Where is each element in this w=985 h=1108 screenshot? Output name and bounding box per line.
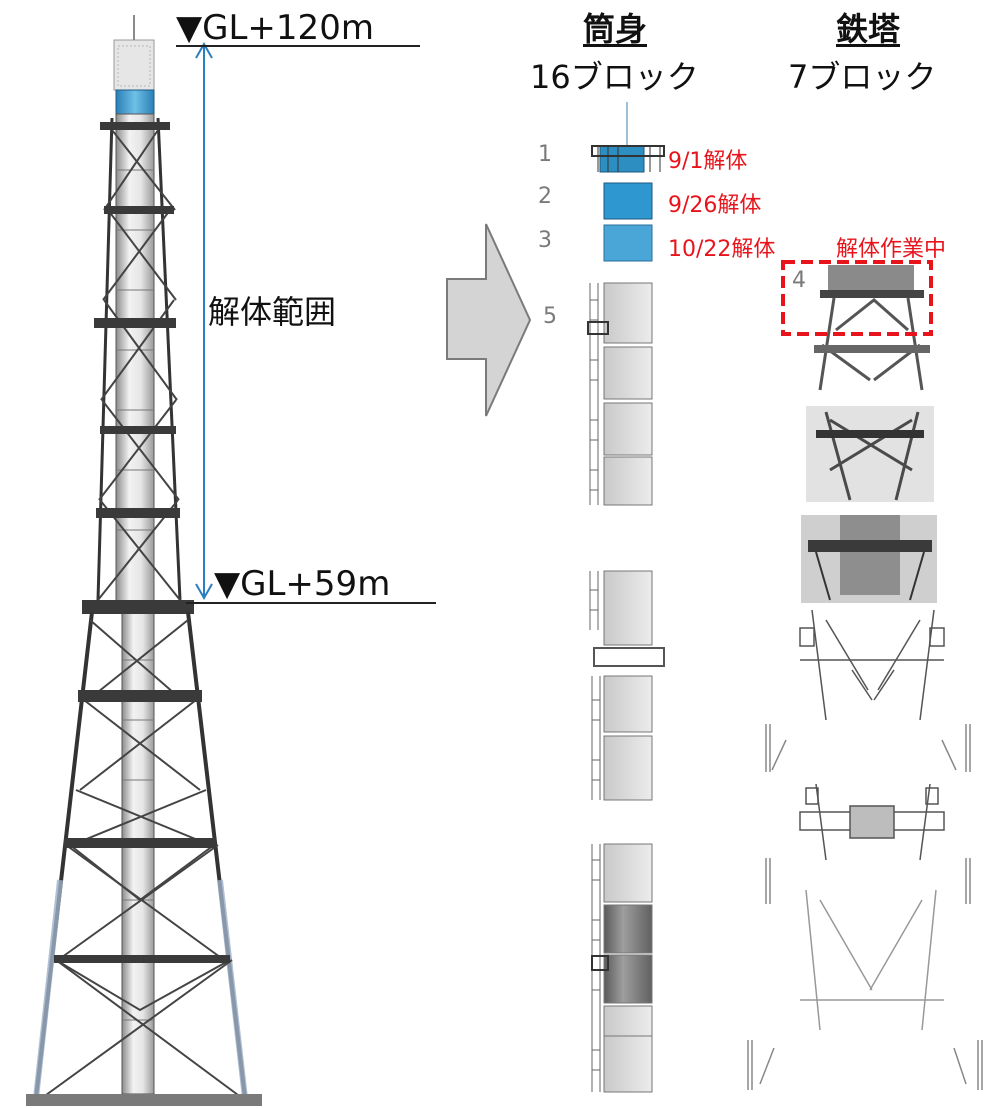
cylinder-title: 筒身 (583, 10, 648, 48)
in-progress-highlight (781, 260, 933, 336)
steel-block-3 (801, 515, 937, 603)
cylinder-block-3 (603, 224, 653, 262)
steel-block-2 (806, 406, 934, 502)
block-number-3: 3 (538, 228, 552, 253)
steel-block-4 (814, 265, 930, 391)
steel-legs-1 (765, 724, 971, 772)
block-number-5: 5 (543, 304, 557, 329)
block-3-status: 10/22解体 (668, 237, 776, 262)
steel-legs-3 (747, 1040, 983, 1090)
cylinder-blocks (587, 102, 665, 1093)
cylinder-block-2 (603, 182, 653, 220)
cylinder-block-1 (591, 145, 665, 173)
block-1-status: 9/1解体 (668, 149, 748, 174)
block-2-status: 9/26解体 (668, 193, 762, 218)
steel-block-5 (799, 609, 945, 721)
steel-tower-blocks (747, 265, 983, 1090)
block-4-status: 解体作業中 (836, 237, 947, 262)
top-level-label: ▼GL+120m (176, 8, 374, 48)
steel-block-6 (799, 783, 945, 861)
bottom-level-label: ▼GL+59m (214, 564, 391, 604)
tower-elevation (26, 15, 262, 1106)
demolition-range-label: 解体範囲 (208, 293, 337, 331)
steel-tower-title: 鉄塔 (836, 10, 901, 48)
cylinder-block-count: 16ブロック (530, 58, 699, 96)
block-number-1: 1 (538, 142, 552, 167)
block-number-2: 2 (538, 184, 552, 209)
steel-legs-2 (765, 858, 971, 904)
steel-block-7 (800, 889, 944, 1031)
demolition-range-guide (176, 41, 436, 604)
block-number-4: 4 (792, 268, 806, 293)
right-arrow-icon (446, 223, 532, 417)
steel-tower-block-count: 7ブロック (788, 58, 937, 96)
